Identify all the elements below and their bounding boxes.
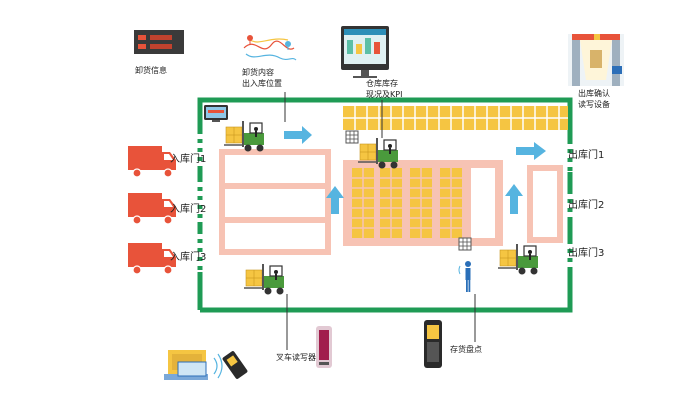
flow-arrow-icon [284,126,312,144]
label-forklift-reader: 叉车读写器 [276,353,316,362]
label-outbound-confirm-line2: 读写设备 [578,100,610,109]
scanner-package-icon [164,350,248,380]
outbound-door-3: 出库门3 [568,248,605,259]
label-stock-status-line2: 现况及KPI [366,90,403,99]
top-goods-row [343,106,568,130]
label-unload-content-line1: 卸货内容 [242,68,274,77]
label-unload-content: 卸货内容 出入库位置 [242,67,282,89]
forklift-icon [223,120,265,153]
rfid-gate-icon [568,34,624,86]
worker-icon [458,261,471,292]
label-stock-status-line1: 仓库库存 [366,79,398,88]
route-map-icon [243,35,297,61]
label-unload-content-line2: 出入库位置 [242,79,282,88]
truck-icon [127,242,177,275]
door-gaps [197,130,573,272]
label-outbound-confirm: 出库确认 读写设备 [578,88,610,110]
label-stock-status: 仓库库存 现况及KPI [366,78,402,100]
forklift-icon [497,243,539,276]
left-storage-rack [219,149,331,255]
right-storage-rack [527,165,563,243]
inbound-door-3: 入库门3 [170,252,207,263]
rfid-tag-icon [345,130,359,144]
flow-arrow-icon [516,142,546,160]
label-unload-info: 卸货信息 [135,66,167,75]
inbound-door-2: 入库门2 [170,204,207,215]
outbound-door-1: 出库门1 [568,150,605,161]
warehouse-wall [197,97,573,313]
handheld-terminal-icon [424,320,442,368]
kpi-monitor-icon [341,26,389,78]
inbound-door-1: 入库门1 [170,154,207,165]
forklift-reader-icon [316,326,332,368]
flow-arrow-icon [505,184,523,214]
label-outbound-confirm-line1: 出库确认 [578,89,610,98]
led-board-icon [134,30,184,54]
wall-monitor-icon [204,105,228,122]
label-inventory-check: 存货盘点 [450,345,482,354]
rfid-tag-icon [458,237,472,251]
outbound-door-2: 出库门2 [568,200,605,211]
truck-icon [127,192,177,225]
central-storage-rack [343,160,503,246]
forklift-icon [243,263,285,296]
pointer-lines [284,92,476,350]
truck-icon [127,145,177,178]
flow-arrow-icon [326,186,344,214]
